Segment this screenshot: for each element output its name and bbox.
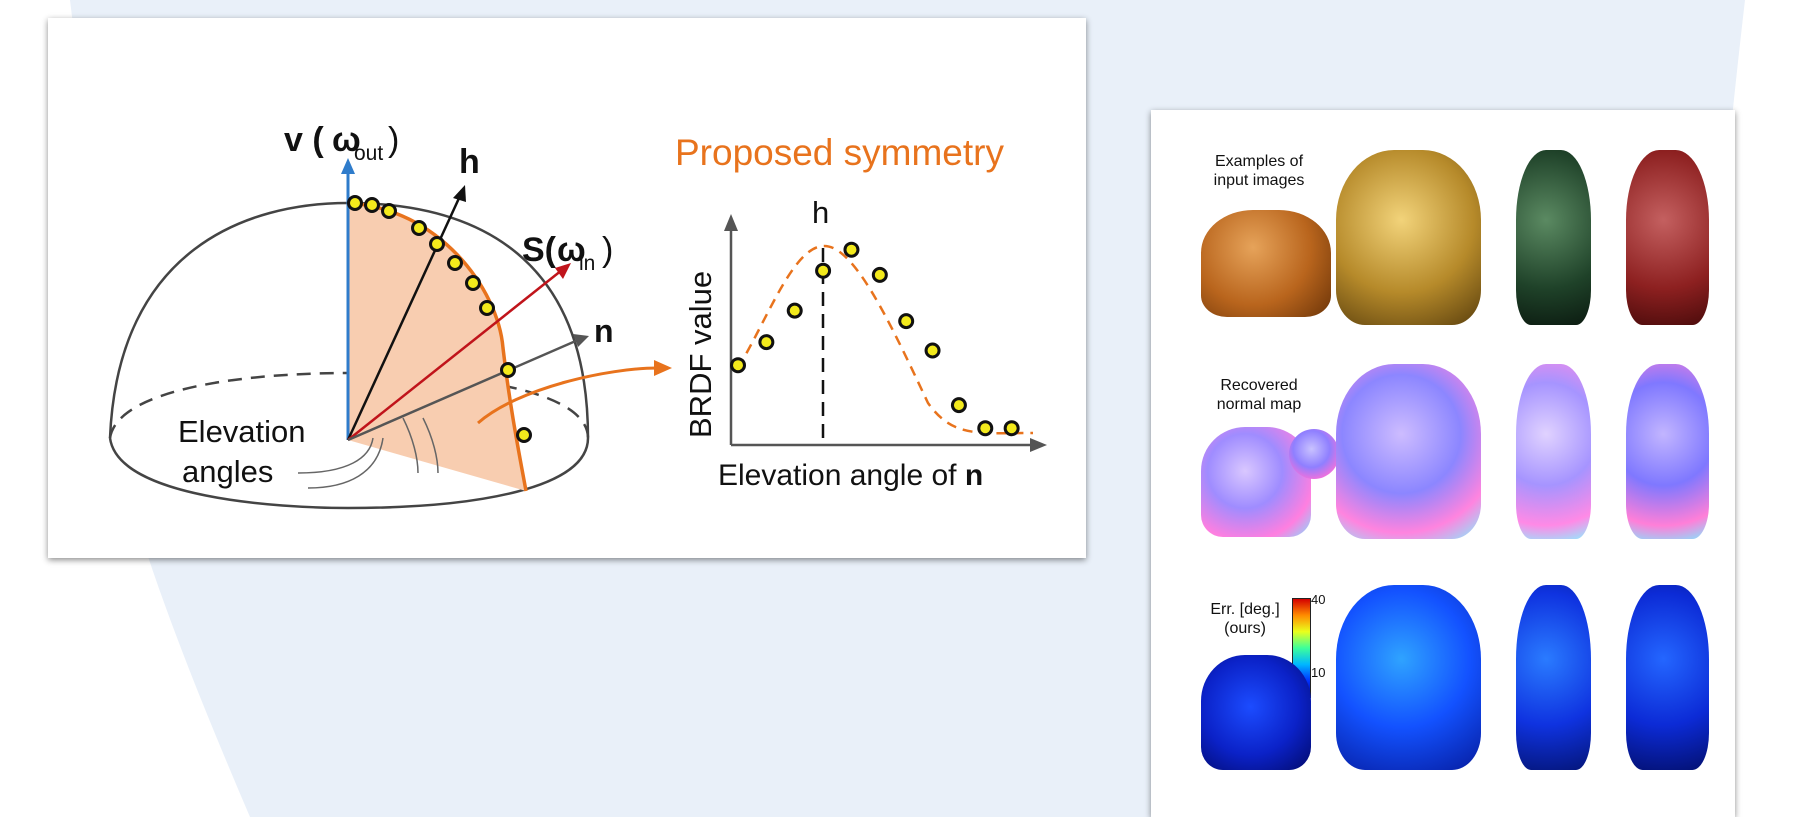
light-vector-label: S(	[522, 231, 557, 269]
buddha-error-map	[1626, 585, 1709, 770]
armadillo-input-image	[1336, 150, 1481, 325]
row-label-input: Examples of input images	[1213, 153, 1305, 189]
y-axis-label: BRDF value	[683, 271, 718, 438]
sample-point	[447, 255, 463, 271]
brdf-data-point	[843, 241, 860, 258]
svg-text:out: out	[354, 142, 383, 165]
brdf-data-point	[924, 342, 941, 359]
normal-vector-label: n	[594, 313, 614, 349]
svg-text:): )	[602, 231, 613, 269]
bunny-error-map	[1201, 655, 1311, 770]
colorbar-max-label: 40	[1311, 592, 1326, 607]
half-vector	[346, 195, 462, 441]
elevation-label-line1: Elevation	[178, 414, 306, 449]
sample-point	[381, 203, 397, 219]
sample-point	[516, 427, 532, 443]
hemisphere-base-front	[108, 437, 590, 510]
armadillo-normal-map	[1336, 364, 1481, 539]
peak-label: h	[812, 195, 829, 230]
brdf-data-point	[1003, 420, 1020, 437]
bunny-input-image	[1201, 210, 1331, 317]
svg-text:ω: ω	[332, 121, 361, 159]
brdf-data-point	[871, 266, 888, 283]
elevation-label-line2: angles	[182, 454, 273, 489]
plot-points	[730, 241, 1020, 437]
sample-point	[500, 362, 516, 378]
brdf-data-point	[977, 420, 994, 437]
svg-text:ω: ω	[557, 231, 586, 269]
colorbar-mid-label: 10	[1311, 665, 1326, 680]
rabbit-statue-normal-map	[1516, 364, 1591, 539]
hemisphere-samples	[347, 195, 532, 443]
brdf-curve	[736, 244, 1034, 435]
brdf-data-point	[950, 397, 967, 414]
buddha-input-image	[1626, 150, 1709, 325]
plot-title: Proposed symmetry	[675, 132, 1004, 173]
brdf-data-point	[758, 334, 775, 351]
mapping-arrow	[477, 366, 659, 425]
brdf-data-point	[730, 357, 746, 374]
rabbit-statue-error-map	[1516, 585, 1591, 770]
half-vector-label: h	[459, 143, 480, 181]
sphere-normal-map	[1289, 429, 1339, 479]
sample-point	[411, 220, 427, 236]
x-axis-label: Elevation angle of n	[718, 459, 983, 492]
row-label-error: Err. [deg.] (ours)	[1210, 601, 1280, 637]
sample-point	[429, 236, 445, 252]
sample-point	[364, 197, 380, 213]
svg-text:): )	[388, 121, 399, 159]
rabbit-statue-input-image	[1516, 150, 1591, 325]
view-vector-label: v (	[284, 121, 324, 159]
brdf-diagram: v ( ω out ) h S( ω in ) n Elevation angl…	[108, 121, 1047, 510]
plot-axes	[729, 223, 1038, 447]
results-figure: Examples of input images Recovered norma…	[1151, 110, 1735, 817]
sample-point	[347, 195, 363, 211]
armadillo-error-map	[1336, 585, 1481, 770]
brdf-data-point	[898, 313, 915, 330]
sample-point	[465, 275, 481, 291]
brdf-data-point	[815, 262, 832, 279]
brdf-data-point	[786, 302, 803, 319]
svg-text:in: in	[579, 252, 595, 275]
buddha-normal-map	[1626, 364, 1709, 539]
normal-vector	[347, 338, 579, 442]
row-label-normal: Recovered normal map	[1216, 377, 1302, 413]
light-vector	[347, 269, 563, 441]
sample-point	[479, 300, 495, 316]
brdf-symmetry-figure: v ( ω out ) h S( ω in ) n Elevation angl…	[48, 18, 1086, 558]
